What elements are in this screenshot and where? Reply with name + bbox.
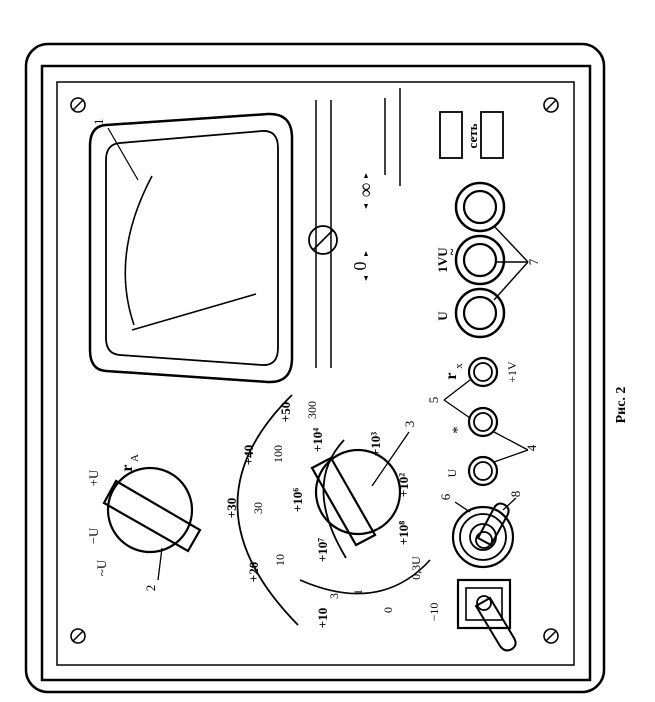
- meter-needle: [131, 293, 257, 331]
- range-inner-10-8: +10⁸: [396, 521, 411, 545]
- callout-3: 3: [402, 421, 417, 428]
- zero-adjust-screw[interactable]: [308, 225, 338, 255]
- range-bottom-0: 0: [381, 607, 395, 613]
- meter-window: [88, 112, 294, 384]
- screw-top-left: [70, 97, 86, 113]
- meter-scale-arc: [124, 175, 153, 326]
- range-bottom-1: 1: [351, 589, 365, 595]
- screw-top-right: [543, 97, 559, 113]
- range-outer-20: +20: [246, 562, 261, 582]
- range-bottom-minus10: −10: [427, 603, 441, 622]
- zero-arrow-top: [364, 251, 368, 256]
- jack-1v-ac-label: 1VU: [435, 247, 450, 273]
- callout-8: 8: [508, 491, 523, 498]
- range-inner-10-4: +10⁴: [310, 428, 325, 452]
- range-inner-10-6: +10⁶: [290, 488, 305, 512]
- infinity-arrow-bottom: [364, 204, 368, 209]
- screw-bottom-left: [70, 628, 86, 644]
- range-mid-3: 3: [327, 593, 341, 599]
- selector-minus-u: −U: [86, 527, 101, 544]
- jack-rx[interactable]: [467, 356, 499, 388]
- zero-arrow-bottom: [364, 276, 368, 281]
- range-arc-inner: [322, 439, 347, 559]
- callout-2: 2: [143, 585, 158, 592]
- callout-4: 4: [524, 444, 539, 451]
- jack-star[interactable]: [467, 406, 499, 438]
- jack-u[interactable]: [454, 287, 506, 339]
- zero-mark: 0: [350, 262, 370, 271]
- range-mid-10: 10: [273, 554, 287, 566]
- range-outer-10: +10: [315, 608, 330, 628]
- range-mid-300: 300: [305, 401, 319, 419]
- range-outer-50: +50: [278, 402, 293, 422]
- plus-1v-label: +1V: [505, 361, 519, 383]
- toggle-switch[interactable]: [451, 502, 515, 569]
- range-arc-outer: [236, 394, 299, 626]
- jack-rx-label: r: [443, 372, 460, 379]
- selector-ra-sub: A: [129, 454, 141, 462]
- jack-1v-ac[interactable]: [454, 234, 506, 286]
- range-outer-40: +40: [241, 445, 256, 465]
- jack-star-label: *: [450, 426, 466, 434]
- jack-u-label: U: [435, 311, 450, 321]
- lever-switch[interactable]: [456, 578, 517, 652]
- jack-1v-ac-tilde: ~: [444, 248, 459, 255]
- outer-case: [24, 42, 606, 694]
- range-inner-10-3: +10³: [368, 432, 383, 456]
- range-selector-knob[interactable]: [310, 448, 402, 547]
- panel-inner-frame: [56, 81, 575, 666]
- range-arc-bottom: [299, 559, 431, 595]
- selector-ra: r: [119, 464, 136, 471]
- callout-7: 7: [526, 258, 541, 265]
- callout-6: 6: [438, 493, 453, 500]
- range-outer-30: +30: [224, 498, 239, 518]
- callout-5: 5: [426, 397, 441, 404]
- range-mid-100: 100: [271, 445, 285, 463]
- range-bottom-03u: 0,3U: [409, 556, 423, 580]
- panel-outer-frame: [40, 64, 592, 682]
- jack-rx-sub: x: [453, 363, 465, 369]
- range-mid-30: 30: [251, 502, 265, 514]
- range-inner-10-7: +10⁷: [315, 538, 330, 562]
- range-inner-10-2: +10²: [396, 473, 411, 497]
- selector-ac-u: ~U: [94, 559, 109, 576]
- jack-u2-label: U: [445, 468, 459, 477]
- mains-switch-label: сеть: [465, 123, 480, 148]
- mode-selector-knob[interactable]: [102, 466, 202, 554]
- callout-1: 1: [91, 119, 106, 126]
- infinity-arrow-top: [364, 173, 368, 178]
- figure-caption: Рис. 2: [614, 387, 629, 424]
- jack-top[interactable]: [454, 181, 506, 233]
- infinity-mark: ∞: [355, 183, 377, 197]
- screw-bottom-right: [543, 628, 559, 644]
- mains-switch[interactable]: [439, 111, 504, 159]
- jack-u-small[interactable]: [467, 455, 499, 487]
- selector-plus-u: +U: [86, 469, 101, 486]
